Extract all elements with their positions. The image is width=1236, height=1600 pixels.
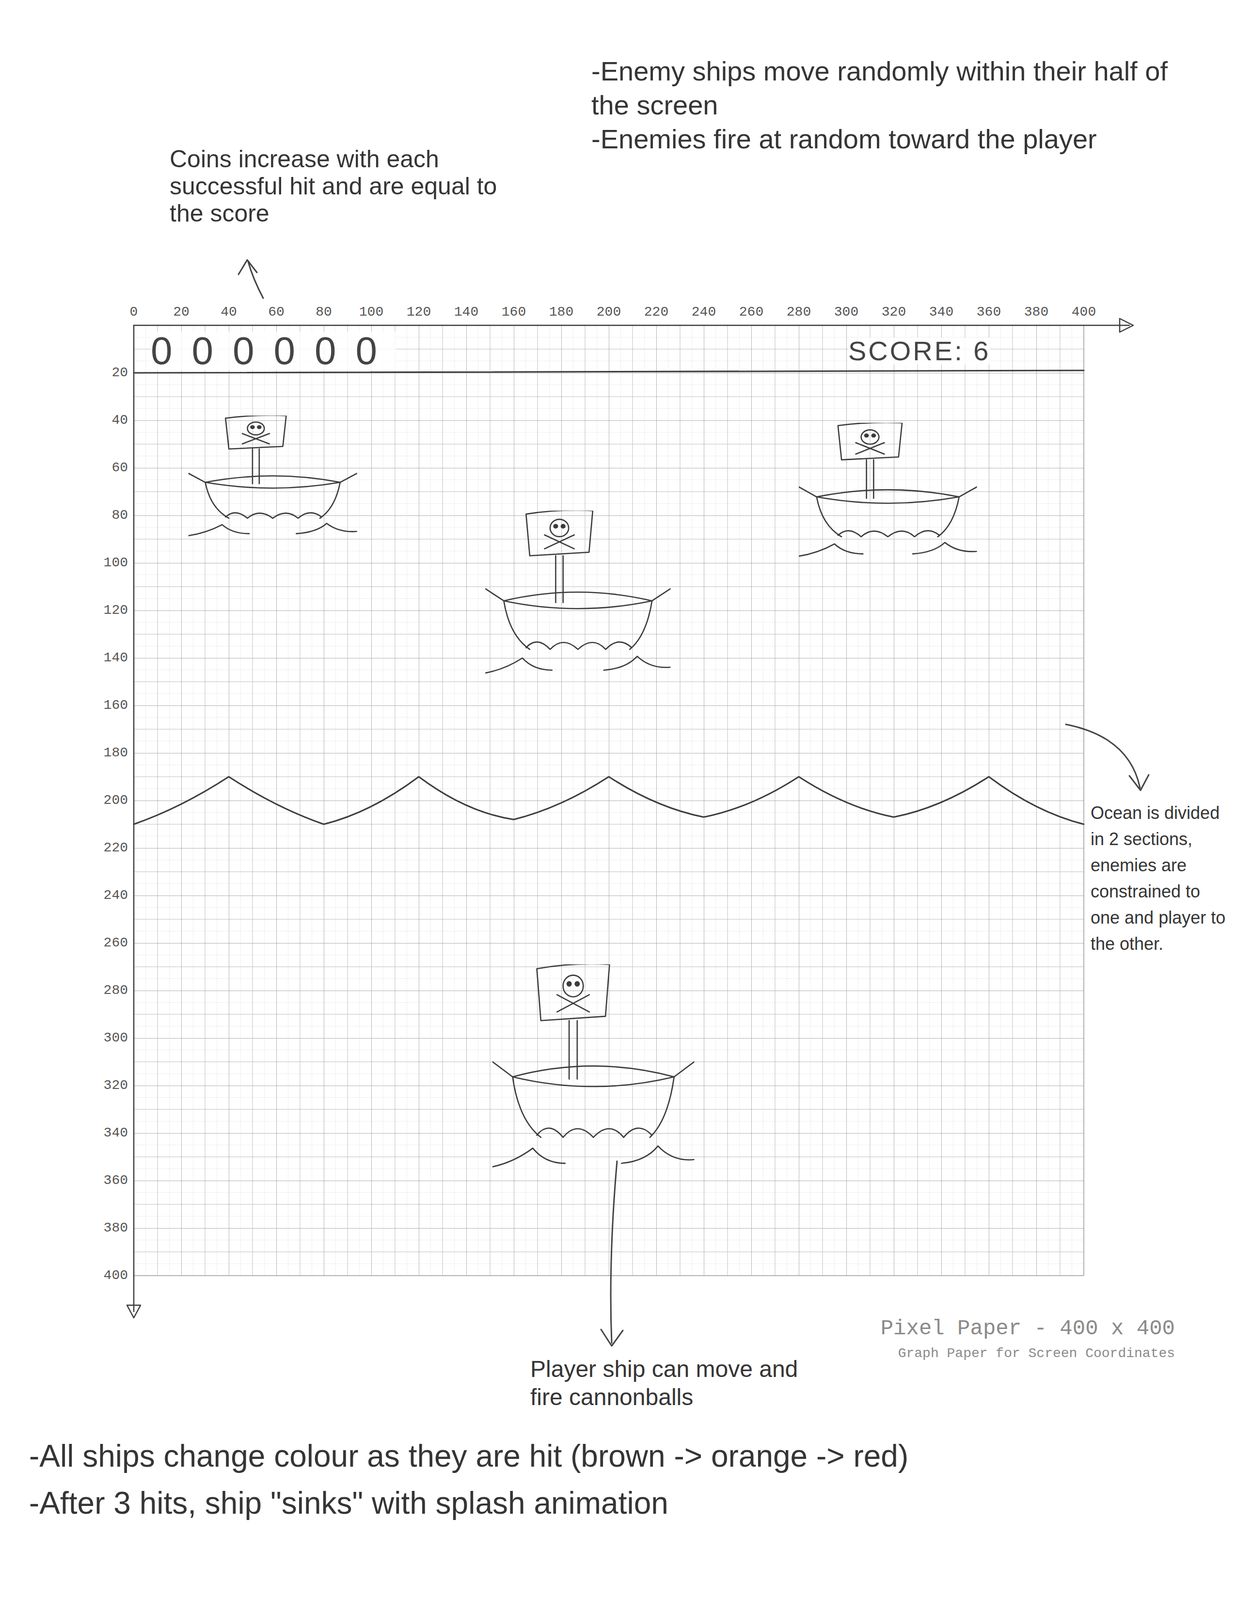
leader-arrow (1065, 724, 1141, 788)
axis-tick-label: 100 (359, 304, 384, 320)
leader-arrow (610, 1160, 618, 1343)
leader-arrow (248, 261, 264, 299)
axis-tick-label: 40 (220, 304, 238, 320)
axis-tick-label: 320 (103, 1077, 128, 1094)
axis-tick-label: 60 (111, 460, 128, 476)
paper-title: Pixel Paper - 400 x 400 (880, 1316, 1175, 1340)
design-note: -After 3 hits, ship "sinks" with splash … (29, 1484, 669, 1522)
axis-tick-label: 20 (111, 365, 128, 381)
x-axis (133, 324, 1130, 327)
axis-tick-label: 300 (834, 304, 859, 320)
axis-tick-label: 240 (103, 887, 128, 904)
design-note: -All ships change colour as they are hit… (29, 1437, 909, 1475)
axis-tick-label: 0 (129, 304, 139, 320)
axis-tick-label: 380 (103, 1220, 128, 1236)
y-axis (133, 325, 135, 1312)
callout-note: Coins increase with each successful hit … (169, 145, 519, 227)
ocean-divider-wave (133, 776, 1084, 824)
axis-tick-label: 80 (315, 304, 333, 320)
player-ship (488, 963, 699, 1168)
axis-tick-label: 280 (103, 982, 128, 999)
score-display: SCORE: 6 (848, 337, 991, 365)
paper-subtitle: Graph Paper for Screen Coordinates (898, 1346, 1175, 1362)
axis-tick-label: 60 (268, 304, 285, 320)
axis-tick-label: 280 (786, 304, 811, 320)
axis-tick-label: 100 (103, 555, 128, 571)
graph-paper-grid (133, 325, 1084, 1276)
hud-divider (133, 370, 1084, 373)
leader-arrowhead (238, 259, 257, 275)
axis-tick-label: 360 (976, 304, 1001, 320)
x-axis-arrowhead (1119, 318, 1134, 333)
axis-tick-label: 120 (103, 602, 128, 618)
axis-tick-label: 320 (881, 304, 906, 320)
axis-tick-label: 360 (103, 1172, 128, 1189)
axis-tick-label: 200 (103, 792, 128, 809)
axis-tick-label: 120 (406, 304, 431, 320)
axis-tick-label: 80 (111, 507, 128, 523)
axis-tick-label: 220 (103, 840, 128, 856)
axis-tick-label: 140 (454, 304, 479, 320)
enemy-ship (795, 422, 981, 557)
axis-tick-label: 400 (103, 1267, 128, 1284)
design-note: -Enemies fire at random toward the playe… (591, 122, 1173, 157)
axis-tick-label: 220 (644, 304, 669, 320)
game-grid (133, 325, 1084, 1276)
axis-tick-label: 180 (103, 745, 128, 761)
leader-arrowhead (601, 1329, 623, 1346)
axis-tick-label: 40 (111, 412, 128, 428)
y-axis-arrowhead (126, 1304, 141, 1318)
callout-note: Player ship can move and fire cannonball… (530, 1354, 802, 1411)
leader-arrowhead (1129, 774, 1149, 791)
design-note: -Enemy ships move randomly within their … (591, 54, 1173, 123)
axis-tick-label: 160 (501, 304, 526, 320)
enemy-ship (185, 415, 361, 537)
axis-tick-label: 20 (173, 304, 190, 320)
axis-tick-label: 340 (929, 304, 954, 320)
axis-tick-label: 160 (103, 697, 128, 714)
axis-tick-label: 240 (691, 304, 716, 320)
axis-tick-label: 300 (103, 1030, 128, 1046)
grid-border (133, 325, 1084, 1276)
axis-tick-label: 380 (1024, 304, 1049, 320)
axis-tick-label: 200 (596, 304, 621, 320)
axis-tick-label: 260 (739, 304, 764, 320)
callout-note: Ocean is divided in 2 sections, enemies … (1090, 799, 1232, 957)
coin-counter: 000000 (150, 331, 397, 371)
axis-tick-label: 340 (103, 1125, 128, 1141)
axis-tick-label: 400 (1071, 304, 1096, 320)
axis-tick-label: 140 (103, 650, 128, 666)
axis-tick-label: 260 (103, 935, 128, 951)
axis-tick-label: 180 (549, 304, 574, 320)
enemy-ship (481, 509, 675, 674)
